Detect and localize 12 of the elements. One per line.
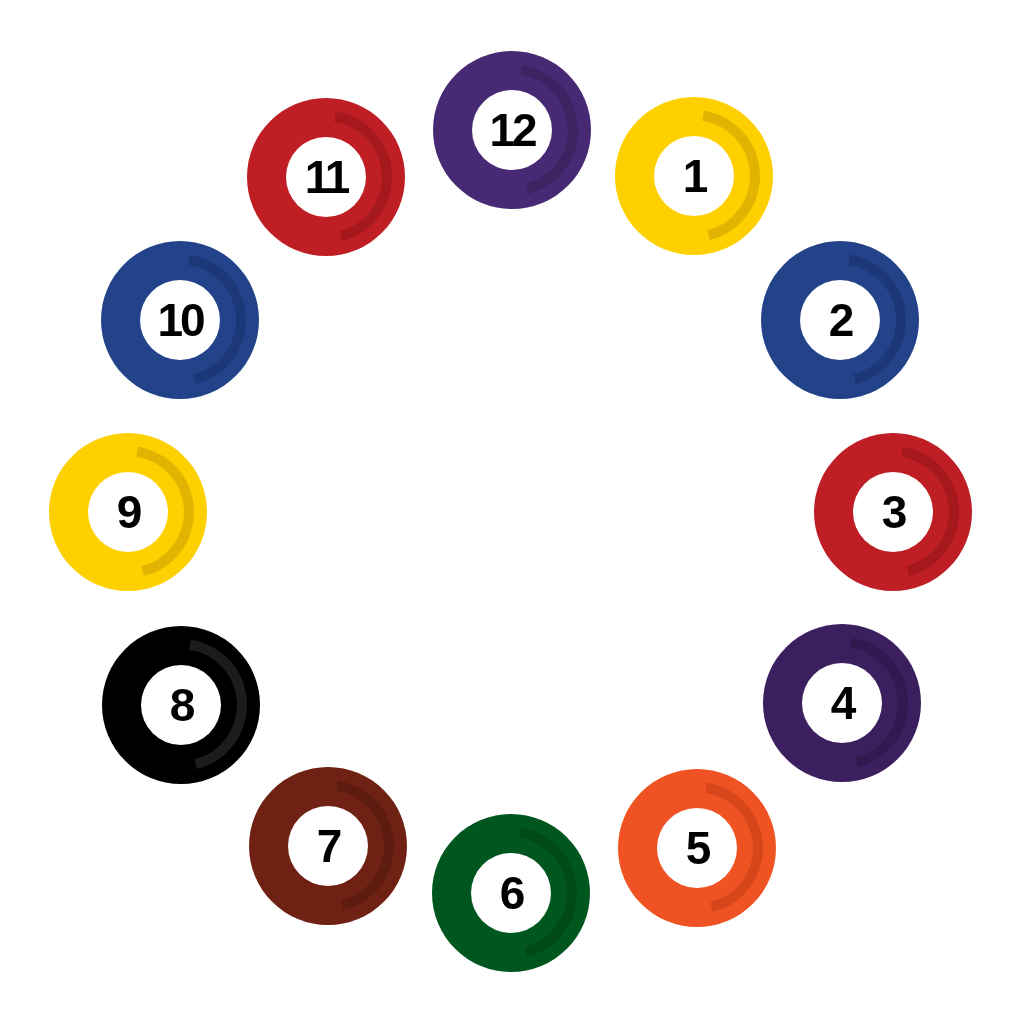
ball-number: 6 [471, 853, 551, 933]
ball-number: 12 [472, 90, 552, 170]
ball-number: 10 [140, 280, 220, 360]
ball-number: 5 [657, 808, 737, 888]
ball-number: 11 [286, 137, 366, 217]
ball-number: 2 [800, 280, 880, 360]
ball-number: 8 [141, 665, 221, 745]
ball-number: 9 [88, 472, 168, 552]
ball-number: 1 [654, 136, 734, 216]
ball-number: 4 [802, 663, 882, 743]
ball-number: 7 [288, 806, 368, 886]
ball-number: 3 [853, 472, 933, 552]
